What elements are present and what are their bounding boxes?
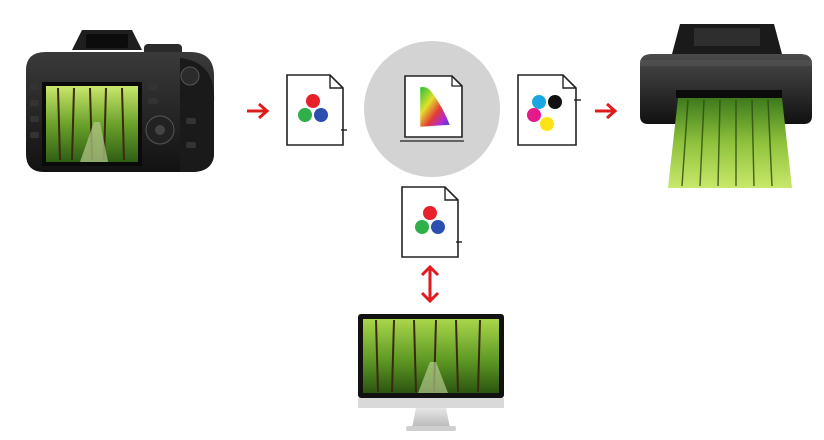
arrow-right-file-to-printer bbox=[594, 102, 618, 120]
camera-icon bbox=[26, 30, 215, 172]
arrow-right-camera-to-file bbox=[246, 102, 270, 120]
cmyk-document-icon bbox=[517, 74, 581, 146]
monitor-icon bbox=[358, 314, 504, 431]
camera-node bbox=[20, 22, 220, 182]
color-profile-node bbox=[364, 41, 500, 177]
rgb-document-icon bbox=[286, 74, 347, 146]
monitor-node bbox=[356, 312, 506, 434]
double-arrow-file-monitor bbox=[419, 264, 441, 304]
color-gamut-document-icon bbox=[400, 75, 464, 142]
printer-icon bbox=[640, 24, 812, 188]
rgb-document-icon bbox=[401, 186, 462, 258]
printer-node bbox=[636, 20, 816, 192]
cmyk-file-node bbox=[517, 74, 583, 146]
rgb-file-input-node bbox=[286, 74, 348, 146]
rgb-file-display-node bbox=[401, 186, 463, 258]
